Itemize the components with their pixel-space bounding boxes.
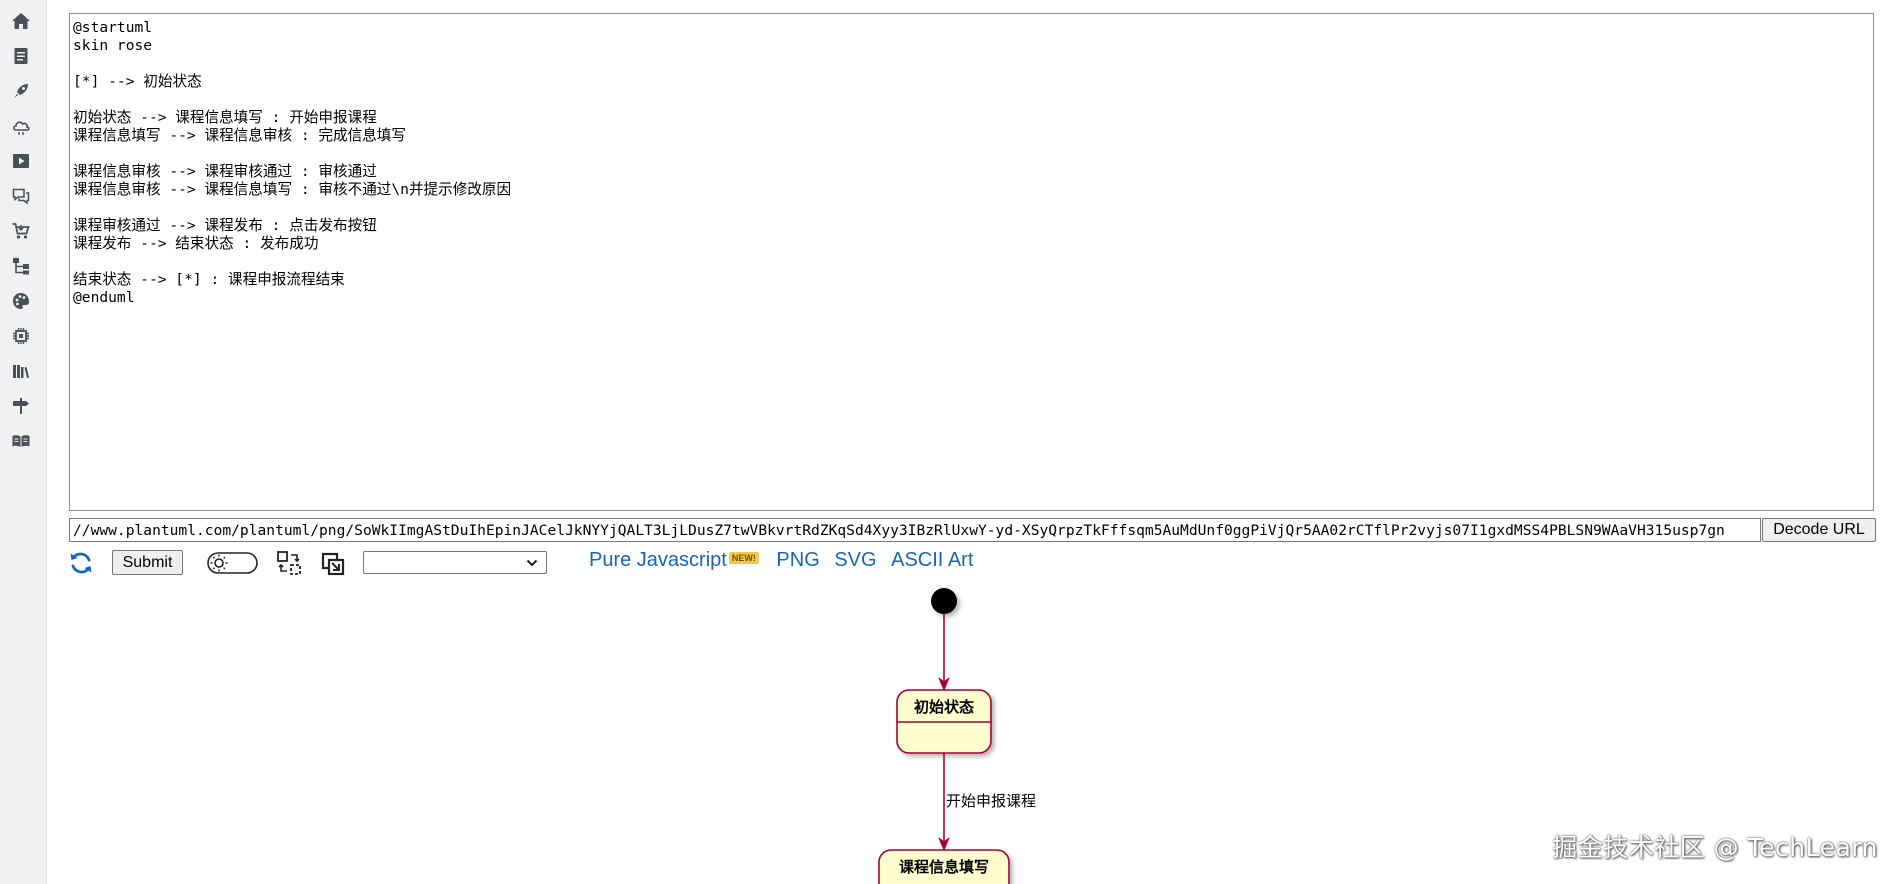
sidebar <box>0 0 47 884</box>
play-icon[interactable] <box>10 150 32 172</box>
cloud-icon[interactable] <box>10 115 32 137</box>
example-select[interactable] <box>363 551 547 574</box>
initial-state-node <box>931 588 957 614</box>
watermark: 掘金技术社区 @ TechLearn <box>1552 833 1878 862</box>
state-label: 课程信息填写 <box>899 858 989 876</box>
ascii-art-link[interactable]: ASCII Art <box>891 549 974 571</box>
signpost-icon[interactable] <box>10 395 32 417</box>
palette-icon[interactable] <box>10 290 32 312</box>
library-icon[interactable] <box>10 360 32 382</box>
source-editor[interactable]: @startuml skin rose [*] --> 初始状态 初始状态 --… <box>69 13 1874 511</box>
state-node: 初始状态 <box>896 689 992 754</box>
new-badge: NEW! <box>728 552 759 564</box>
state-label: 初始状态 <box>914 698 974 716</box>
rocket-icon[interactable] <box>10 80 32 102</box>
svg-link[interactable]: SVG <box>834 549 877 571</box>
chevron-down-icon <box>526 559 538 567</box>
swap-layout-icon[interactable] <box>275 549 303 581</box>
arrowhead <box>938 677 950 692</box>
refresh-icon[interactable] <box>68 550 94 580</box>
document-icon[interactable] <box>10 45 32 67</box>
theme-toggle[interactable] <box>207 551 259 579</box>
cart-icon[interactable] <box>10 220 32 242</box>
arrowhead <box>938 837 950 852</box>
decode-url-button[interactable]: Decode URL <box>1762 518 1876 542</box>
submit-button[interactable]: Submit <box>112 550 183 575</box>
chip-icon[interactable] <box>10 325 32 347</box>
edge-label: 开始申报课程 <box>946 792 1036 810</box>
new-window-icon[interactable] <box>320 551 346 581</box>
png-link[interactable]: PNG <box>776 549 820 571</box>
state-node: 课程信息填写 <box>878 849 1010 884</box>
sitemap-icon[interactable] <box>10 255 32 277</box>
book-icon[interactable] <box>10 430 32 452</box>
pure-javascript-link[interactable]: Pure Javascript <box>589 549 727 571</box>
home-icon[interactable] <box>10 10 32 32</box>
encoded-url-input[interactable] <box>69 518 1761 542</box>
chat-icon[interactable] <box>10 185 32 207</box>
